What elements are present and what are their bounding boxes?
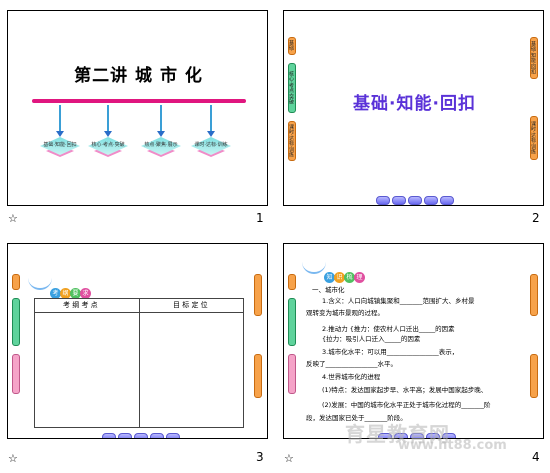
side-tab[interactable] (254, 274, 262, 316)
arrow-icon (56, 131, 64, 137)
nav-button[interactable] (378, 433, 392, 438)
slide-number: 1 (256, 211, 264, 225)
section-heading: 基础·知能·回扣 (353, 94, 476, 114)
text-line: {拉力：吸引人口迁入_____的因素 (322, 335, 421, 343)
nav-buttons[interactable] (378, 427, 458, 438)
slide-number: 4 (532, 450, 540, 464)
connector-line (59, 105, 61, 133)
text-line: 2.推动力 {推力：使农村人口迁出_____的因素 (322, 325, 455, 333)
arrow-icon (207, 131, 215, 137)
nav-button[interactable] (426, 433, 440, 438)
slide-transition-star-icon: ☆ (284, 452, 294, 465)
side-tab[interactable] (288, 298, 296, 346)
objectives-table: 考 纲 考 点 目 标 定 位 (34, 298, 244, 428)
decor-swoosh (302, 262, 326, 274)
text-line: 反映了________________水平。 (306, 360, 397, 368)
slide-4-thumbnail[interactable]: 知识梳理 一、城市化 1.含义：人口向城镇集聚和_______范围扩大、乡村景 … (283, 243, 544, 439)
nav-button[interactable] (442, 433, 456, 438)
nav-button[interactable] (410, 433, 424, 438)
slide-number: 2 (532, 211, 540, 225)
side-tab[interactable]: 课时·达标·训练 (530, 116, 538, 160)
diamond-button-1[interactable]: 基础·知能·回扣 (40, 137, 80, 157)
nav-button[interactable] (376, 196, 390, 205)
decor-swoosh (28, 278, 52, 290)
side-tab[interactable]: 核心·考点·突破 (288, 63, 296, 113)
connector-line (107, 105, 109, 133)
arrow-icon (104, 131, 112, 137)
side-tab[interactable]: 基础·知能·回扣 (288, 37, 296, 55)
side-tab[interactable] (12, 354, 20, 394)
side-tab[interactable] (530, 274, 538, 316)
side-tab[interactable]: 基础·知能·回扣 (530, 37, 538, 79)
side-tab[interactable] (288, 354, 296, 394)
slide-3-thumbnail[interactable]: 考纲要求 考 纲 考 点 目 标 定 位 (7, 243, 268, 439)
text-line: (1)特点：发达国家起步早、水平高；发展中国家起步晚、 (322, 386, 488, 394)
nav-button[interactable] (134, 433, 148, 438)
side-tab[interactable] (288, 274, 296, 290)
text-line: 1.含义：人口向城镇集聚和_______范围扩大、乡村景 (322, 297, 475, 305)
side-tab[interactable] (12, 274, 20, 290)
slide-number: 3 (256, 450, 264, 464)
watermark-logo-text: 育星教育网 (345, 422, 450, 446)
arrow-icon (157, 131, 165, 137)
nav-button[interactable] (394, 433, 408, 438)
slide-transition-star-icon: ☆ (8, 452, 18, 465)
side-tab[interactable]: 课时·达标·训练 (288, 121, 296, 161)
nav-buttons[interactable] (376, 190, 456, 205)
connector-line (160, 105, 162, 133)
diamond-button-3[interactable]: 热点·聚焦·展示 (141, 137, 181, 157)
diamond-button-2[interactable]: 核心·考点·突破 (88, 137, 128, 157)
section-badge: 知识梳理 (324, 264, 365, 283)
nav-buttons[interactable] (102, 427, 182, 438)
text-line: 一、城市化 (312, 286, 345, 294)
nav-button[interactable] (118, 433, 132, 438)
nav-button[interactable] (440, 196, 454, 205)
section-badge: 考纲要求 (50, 280, 91, 299)
text-line: (2)发展：中国的城市化水平正处于城市化过程的_______阶 (322, 401, 491, 409)
table-header: 考 纲 考 点 (63, 301, 98, 309)
side-tab[interactable] (254, 354, 262, 398)
text-line: 4.世界城市化的进程 (322, 373, 381, 381)
nav-button[interactable] (102, 433, 116, 438)
slide-2-thumbnail[interactable]: 基础·知能·回扣 核心·考点·突破 课时·达标·训练 基础·知能·回扣 课时·达… (283, 10, 544, 206)
slide-1-thumbnail[interactable]: 第二讲 城 市 化 基础·知能·回扣 核心·考点·突破 热点·聚焦·展示 课时·… (7, 10, 268, 206)
nav-button[interactable] (424, 196, 438, 205)
text-line: 段，发达国家已处于_______阶段。 (306, 414, 407, 422)
slide-transition-star-icon: ☆ (8, 212, 18, 225)
nav-button[interactable] (166, 433, 180, 438)
nav-button[interactable] (392, 196, 406, 205)
nav-button[interactable] (408, 196, 422, 205)
text-line: 观转变为城市景观的过程。 (306, 309, 384, 317)
diamond-button-4[interactable]: 课时·达标·训练 (191, 137, 231, 157)
side-tab[interactable] (530, 354, 538, 398)
slide-title: 第二讲 城 市 化 (74, 66, 203, 86)
connector-line (210, 105, 212, 133)
watermark-url: www.ht88.com (398, 438, 507, 453)
title-underline-bar (32, 99, 246, 103)
side-tab[interactable] (12, 298, 20, 346)
table-header: 目 标 定 位 (173, 301, 208, 309)
nav-button[interactable] (150, 433, 164, 438)
text-line: 3.城市化水平：可以用________________表示， (322, 348, 459, 356)
